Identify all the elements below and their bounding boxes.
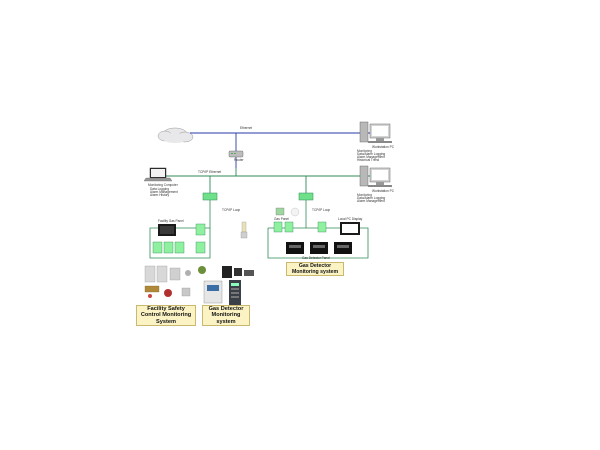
workstation-list-item: Data/Alarm Logging (357, 152, 386, 156)
local-display-label: Local PC Display (338, 217, 363, 221)
facility-safety-caption: Facility Safety Control Monitoring Syste… (136, 305, 196, 327)
right-loop (267, 200, 369, 259)
controller-module (152, 241, 163, 254)
cloud-icon (157, 127, 194, 143)
tcpip-loop-label: TCP/IP Loop (312, 208, 331, 212)
gas-detector-devices-group (203, 266, 254, 306)
sensor-icon (240, 221, 248, 239)
detector-icon (290, 207, 300, 217)
gas-panel-label: Gas Panel (274, 217, 289, 221)
monitoring-computer-label: Monitoring Computer (148, 183, 178, 187)
facility-panel-label: Facility Gas Panel (158, 219, 184, 223)
workstation-label: Workstation PC (372, 145, 395, 149)
monitoring-list-item: Alarm Management (150, 190, 178, 194)
router-label: Router (234, 158, 244, 162)
controller-module (174, 241, 185, 254)
workstation-list-item: Alarm Management (357, 199, 385, 203)
workstation-list-item: Alarm Management (357, 155, 385, 159)
workstation-label: Workstation PC (372, 189, 395, 193)
local-pc-display-icon (340, 222, 360, 235)
workstation-list-item: Monitoring (357, 193, 372, 197)
workstation-list-item: Data/Alarm Logging (357, 196, 386, 200)
workstation-list-item: Monitoring (357, 149, 372, 153)
facility-devices-group (144, 265, 206, 298)
switch-right (298, 192, 314, 201)
facility-gas-panel-icon (158, 224, 176, 236)
controller-module (273, 221, 283, 233)
controller-module (163, 241, 174, 254)
router-icon (228, 150, 244, 158)
workstation-pc-icon (359, 165, 392, 187)
gas-panel-icon (275, 207, 285, 216)
tcpip-loop-label: TCP/IP Loop (222, 208, 241, 212)
gas-detector-monitoring-caption: Gas Detector Monitoring system (286, 262, 344, 276)
controller-module (284, 221, 294, 233)
controller-module (195, 241, 206, 254)
controller-module (195, 223, 206, 236)
tcpip-label: TCP/IP Ethernet (198, 170, 222, 174)
workstation-pc-icon (359, 121, 392, 143)
laptop-icon (143, 167, 173, 182)
left-loop (149, 200, 211, 259)
workstation-list-item: Historical Trend (357, 158, 380, 162)
controller-module (317, 221, 327, 233)
ethernet-label: Ethernet (240, 126, 253, 130)
switch-left (202, 192, 218, 201)
monitoring-list-item: Data Logging (150, 187, 169, 191)
gas-detector-panel-label: Gas Detector Panel (302, 256, 330, 260)
monitoring-list-item: Alarm History (150, 193, 170, 197)
gas-detector-bottom-caption: Gas Detector Monitoring system (202, 305, 250, 327)
